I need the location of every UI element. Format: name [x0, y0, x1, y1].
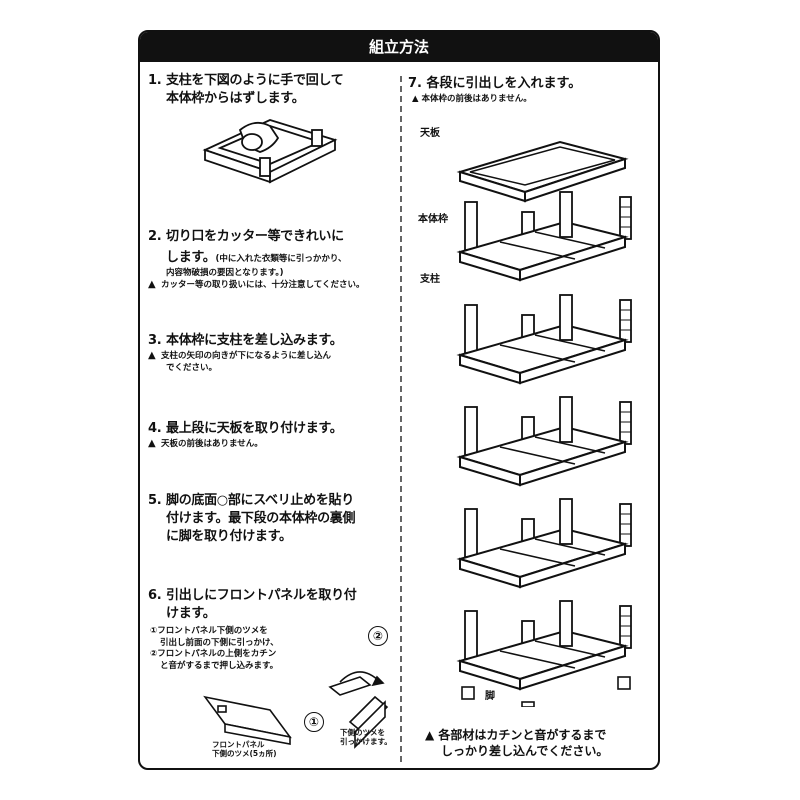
step-warning: 支柱の矢印の向きが下になるように差し込ん — [161, 351, 332, 361]
bottom-warning: ▲ 各部材はカチンと音がするまで しっかり差し込んでください。 — [425, 728, 609, 758]
hook-label: 下側のツメを 引っかけます。 — [340, 728, 392, 746]
step-number: 3. — [148, 333, 162, 348]
step-text: します。 — [166, 250, 216, 265]
step-text: に脚を取り付けます。 — [166, 529, 292, 544]
warning-icon: ▲ — [412, 94, 419, 104]
step-2: 2. 切り口をカッター等できれいに します。(中に入れた衣類等に引っかかり、 内容… — [148, 228, 393, 291]
page-title: 組立方法 — [140, 32, 658, 62]
step-number: 4. — [148, 421, 162, 436]
step-4: 4. 最上段に天板を取り付けます。 ▲ 天板の前後はありません。 — [148, 420, 393, 450]
step-text: 本体枠に支柱を差し込みます。 — [166, 333, 343, 348]
column-divider — [400, 76, 402, 762]
step-number: 6. — [148, 588, 162, 603]
label-leg: 脚 — [485, 691, 495, 702]
step-warning: 天板の前後はありません。 — [161, 439, 263, 449]
step-circle-1: ① — [304, 712, 324, 732]
panel-claw-label: フロントパネル 下側のツメ(5ヵ所) — [212, 740, 277, 758]
step-warning: でください。 — [166, 363, 218, 373]
step-5: 5. 脚の底面○部にスベリ止めを貼り 付けます。最下段の本体枠の裏側 に脚を取り付… — [148, 492, 393, 546]
step-text: けます。 — [166, 606, 216, 621]
step-warning: カッター等の取り扱いには、十分注意してください。 — [161, 280, 365, 290]
step-text: 付けます。最下段の本体枠の裏側 — [166, 511, 356, 526]
pillar-removal-illustration — [202, 119, 338, 184]
step-1: 1. 支柱を下図のように手で回して 本体枠からはずします。 — [148, 72, 393, 108]
front-panel-illustration — [203, 695, 292, 745]
step-7-warning: 本体枠の前後はありません。 — [421, 94, 532, 104]
step-number: 2. — [148, 229, 162, 244]
step-7-title: 7. 各段に引出しを入れます。 — [408, 76, 582, 91]
label-top-board: 天板 — [420, 128, 440, 139]
step-text: 脚の底面○部にスベリ止めを貼り — [166, 493, 354, 508]
drawer-panel-illustration — [328, 671, 389, 749]
warning-icon: ▲ — [148, 350, 156, 361]
step-text: 最上段に天板を取り付けます。 — [166, 421, 343, 436]
step-text: 切り口をカッター等できれいに — [166, 229, 344, 244]
step-circle-2: ② — [368, 626, 388, 646]
step-text: 引出しにフロントパネルを取り付 — [166, 588, 357, 603]
step-6-substeps: ①フロントパネル下側のツメを 引出し前面の下側に引っかけ、 ②フロントパネルの上… — [150, 626, 279, 671]
step-number: 1. — [148, 73, 162, 88]
instruction-sheet: 組立方法 1. 支柱を下図のように手で回して 本体枠からはずします。 2. 切り口を… — [138, 30, 660, 770]
step-number: 5. — [148, 493, 162, 508]
label-frame: 本体枠 — [418, 214, 448, 225]
step-note: (中に入れた衣類等に引っかかり、 — [215, 254, 347, 264]
warning-icon: ▲ — [425, 728, 435, 742]
shelf-exploded-illustration — [456, 140, 632, 707]
warning-icon: ▲ — [148, 438, 156, 449]
step-text: 本体枠からはずします。 — [166, 91, 305, 106]
step-note: 内容物破損の要因となります。) — [166, 268, 284, 278]
label-pillar: 支柱 — [420, 274, 440, 285]
step-6: 6. 引出しにフロントパネルを取り付 けます。 — [148, 587, 393, 623]
warning-icon: ▲ — [148, 279, 156, 290]
step-3: 3. 本体枠に支柱を差し込みます。 ▲ 支柱の矢印の向きが下になるように差し込ん で… — [148, 332, 393, 374]
step-text: 支柱を下図のように手で回して — [166, 73, 344, 88]
